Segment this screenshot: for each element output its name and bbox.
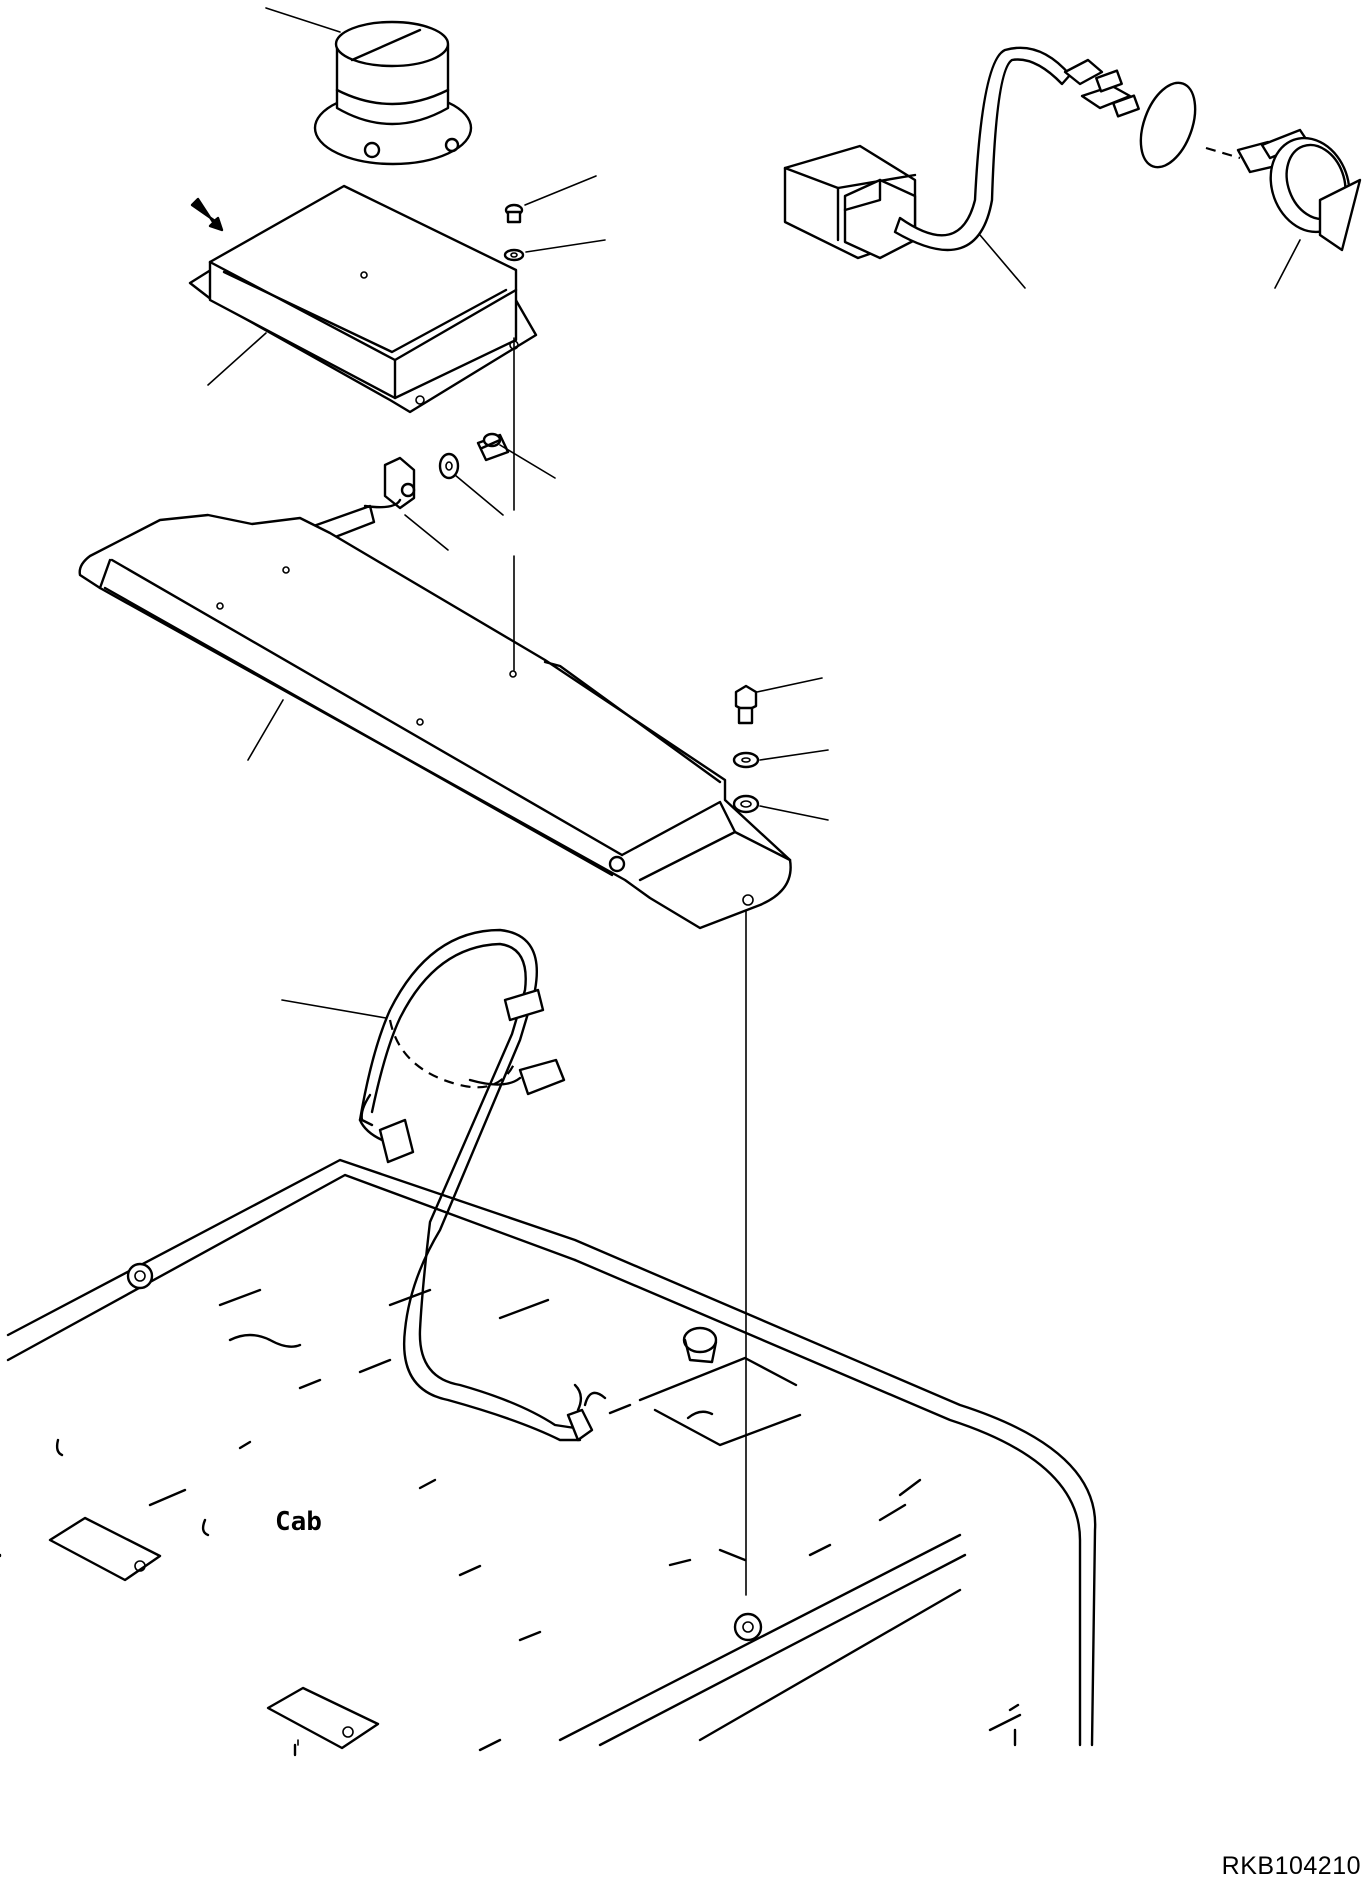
leader-controller-box	[207, 332, 267, 386]
mounting-bracket	[78, 513, 792, 930]
bolt-small-upper	[503, 203, 525, 262]
beacon-lamp	[313, 20, 473, 166]
leader-rocker-switch	[979, 234, 1026, 289]
drawing-code: RKB104210	[1221, 1852, 1361, 1880]
leader-washer-mid	[454, 474, 504, 516]
bolt	[476, 432, 510, 462]
leader-band-clamp	[404, 514, 449, 551]
o-ring	[1139, 81, 1197, 169]
leader-washer-right-1	[759, 749, 829, 761]
leader-bolt-large	[756, 677, 823, 693]
controller-box	[188, 184, 538, 414]
leader-washer-right-2	[759, 805, 829, 821]
switch-knob	[1236, 128, 1362, 252]
arrow-icon	[190, 197, 224, 232]
leader-wiring-harness	[281, 999, 387, 1019]
rocker-switch-with-harness	[783, 46, 1140, 260]
cab-marking: Cab	[275, 1507, 322, 1537]
washer	[438, 452, 460, 480]
leader-beacon-lamp	[265, 7, 341, 33]
leader-bolt-mid	[499, 444, 556, 479]
bolt-large-right	[732, 684, 760, 814]
centerline-switch	[1205, 146, 1241, 160]
cab-roof: Cab	[0, 1158, 1097, 1757]
leader-bolt-small-upper	[524, 175, 597, 206]
leader-switch-knob	[1274, 239, 1301, 289]
leader-washer-upper	[525, 239, 606, 253]
wiring-harness	[358, 928, 594, 1442]
leader-mounting-bracket	[247, 699, 284, 761]
